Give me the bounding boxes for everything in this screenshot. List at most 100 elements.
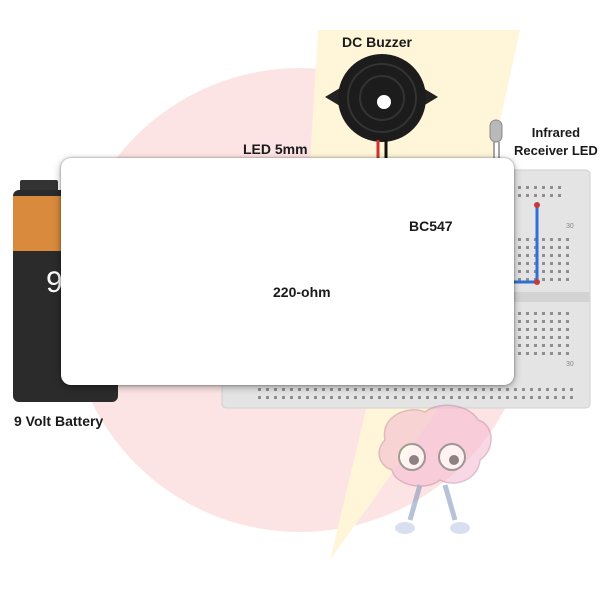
- breadboard-hole: [558, 194, 561, 197]
- breadboard-hole: [434, 388, 437, 391]
- breadboard-hole: [566, 278, 569, 281]
- breadboard-hole: [434, 396, 437, 399]
- breadboard-hole: [518, 238, 521, 241]
- breadboard-hole: [394, 396, 397, 399]
- breadboard-hole: [314, 396, 317, 399]
- breadboard-hole: [542, 246, 545, 249]
- breadboard-hole: [558, 312, 561, 315]
- ir-label-line2: Receiver LED: [514, 143, 598, 158]
- breadboard-hole: [558, 262, 561, 265]
- breadboard-hole: [518, 328, 521, 331]
- breadboard-hole: [378, 396, 381, 399]
- breadboard-hole: [542, 320, 545, 323]
- breadboard-hole: [526, 352, 529, 355]
- breadboard-hole: [558, 270, 561, 273]
- breadboard-hole: [566, 320, 569, 323]
- breadboard-hole: [542, 262, 545, 265]
- breadboard-hole: [542, 344, 545, 347]
- breadboard-hole: [274, 388, 277, 391]
- breadboard-hole: [442, 396, 445, 399]
- breadboard-hole: [534, 320, 537, 323]
- breadboard-hole: [506, 388, 509, 391]
- breadboard-hole: [322, 396, 325, 399]
- breadboard-hole: [526, 312, 529, 315]
- breadboard-hole: [458, 396, 461, 399]
- breadboard-hole: [426, 396, 429, 399]
- breadboard-hole: [370, 388, 373, 391]
- breadboard-hole: [542, 194, 545, 197]
- breadboard-hole: [566, 328, 569, 331]
- breadboard-hole: [518, 194, 521, 197]
- breadboard-hole: [298, 388, 301, 391]
- breadboard-number-bottom: 30: [566, 361, 574, 368]
- breadboard-hole: [346, 396, 349, 399]
- breadboard-hole: [410, 396, 413, 399]
- breadboard-hole: [534, 194, 537, 197]
- breadboard-holes: [258, 186, 573, 399]
- breadboard-hole: [526, 278, 529, 281]
- breadboard-hole: [362, 396, 365, 399]
- breadboard-hole: [550, 352, 553, 355]
- breadboard-hole: [542, 312, 545, 315]
- battery-digit: 9: [46, 266, 63, 299]
- breadboard-hole: [550, 246, 553, 249]
- buzzer-graphic: [325, 54, 438, 160]
- breadboard-hole: [562, 396, 565, 399]
- breadboard-hole: [534, 186, 537, 189]
- breadboard-hole: [546, 396, 549, 399]
- breadboard-hole: [526, 194, 529, 197]
- breadboard-hole: [558, 328, 561, 331]
- breadboard-hole: [526, 254, 529, 257]
- breadboard-hole: [466, 388, 469, 391]
- breadboard-hole: [330, 396, 333, 399]
- breadboard-hole: [542, 254, 545, 257]
- breadboard-hole: [402, 388, 405, 391]
- breadboard-hole: [466, 396, 469, 399]
- breadboard-hole: [394, 388, 397, 391]
- breadboard-hole: [566, 262, 569, 265]
- breadboard-hole: [518, 254, 521, 257]
- breadboard-number-top: 30: [566, 223, 574, 230]
- breadboard-hole: [538, 388, 541, 391]
- breadboard-hole: [306, 396, 309, 399]
- breadboard-hole: [534, 336, 537, 339]
- breadboard-hole: [386, 396, 389, 399]
- breadboard-hole: [410, 388, 413, 391]
- breadboard-hole: [442, 388, 445, 391]
- ir-label-line1: Infrared: [531, 125, 581, 140]
- breadboard-hole: [354, 396, 357, 399]
- breadboard-hole: [526, 270, 529, 273]
- breadboard-hole: [282, 396, 285, 399]
- dc-buzzer-label: DC Buzzer: [342, 34, 413, 50]
- breadboard-hole: [258, 396, 261, 399]
- breadboard-hole: [570, 396, 573, 399]
- breadboard-hole: [546, 388, 549, 391]
- breadboard-hole: [558, 254, 561, 257]
- breadboard-hole: [570, 388, 573, 391]
- breadboard-hole: [542, 328, 545, 331]
- breadboard-hole: [534, 344, 537, 347]
- breadboard-hole: [550, 270, 553, 273]
- breadboard-hole: [542, 270, 545, 273]
- breadboard-hole: [534, 312, 537, 315]
- breadboard-hole: [518, 344, 521, 347]
- breadboard-hole: [258, 388, 261, 391]
- breadboard-hole: [338, 388, 341, 391]
- breadboard-hole: [534, 328, 537, 331]
- breadboard-hole: [418, 388, 421, 391]
- breadboard-hole: [566, 246, 569, 249]
- breadboard-hole: [362, 388, 365, 391]
- breadboard-hole: [498, 388, 501, 391]
- breadboard-hole: [306, 388, 309, 391]
- breadboard-hole: [542, 352, 545, 355]
- ir-led-graphic: [489, 119, 503, 160]
- breadboard-hole: [518, 320, 521, 323]
- breadboard-hole: [542, 336, 545, 339]
- breadboard-hole: [542, 238, 545, 241]
- transistor-label: BC547: [409, 218, 453, 234]
- breadboard-hole: [558, 186, 561, 189]
- breadboard-hole: [402, 396, 405, 399]
- blank-overlay-panel: [61, 158, 514, 385]
- breadboard-hole: [542, 186, 545, 189]
